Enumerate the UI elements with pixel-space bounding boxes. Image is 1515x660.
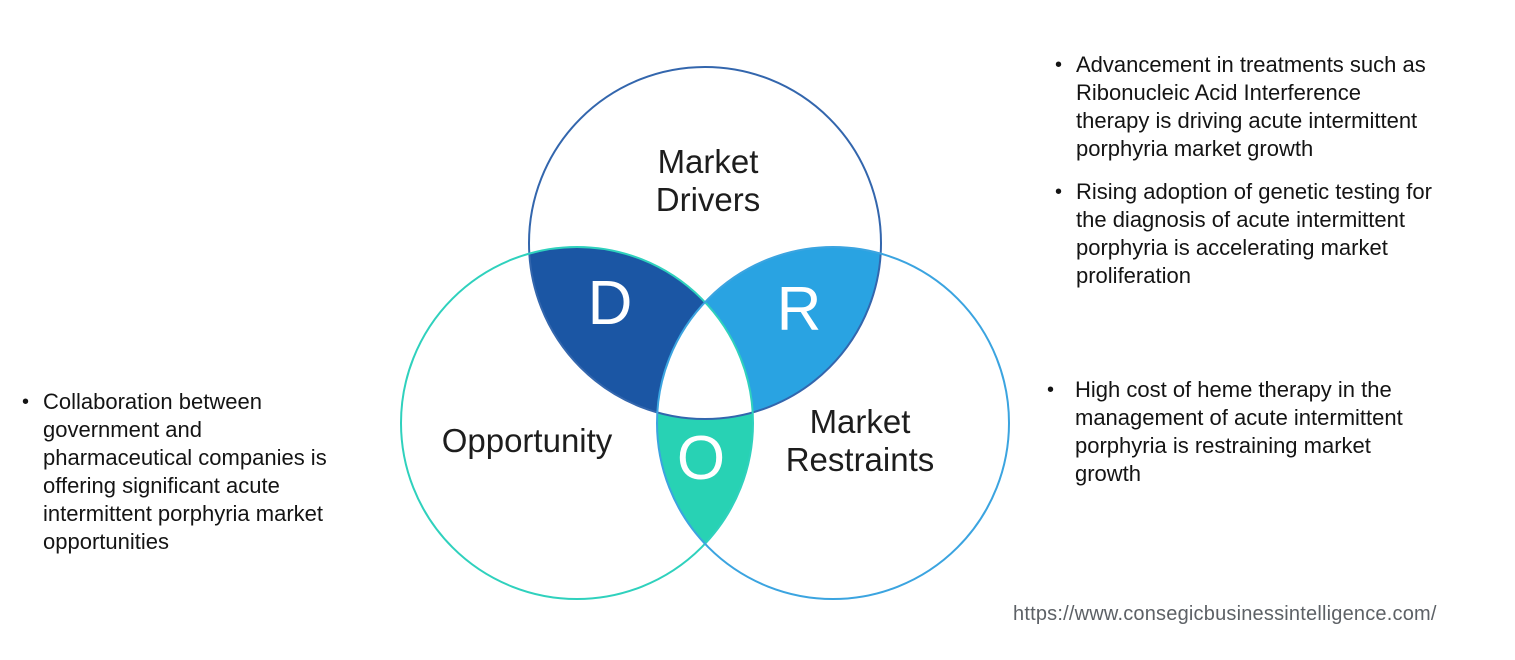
drivers-circle-outline bbox=[528, 66, 882, 420]
opportunity-circle-outline bbox=[400, 246, 754, 600]
drivers-circle-label: Market Drivers bbox=[655, 143, 761, 218]
bullet-icon: • bbox=[22, 391, 30, 413]
list-item: • Rising adoption of genetic testing for… bbox=[1055, 178, 1485, 290]
opportunity-notes: • Collaboration between government and p… bbox=[22, 388, 382, 556]
note-text: Advancement in treatments such as Ribonu… bbox=[1076, 52, 1426, 161]
bullet-icon: • bbox=[1055, 181, 1063, 203]
drivers-notes: • Advancement in treatments such as Ribo… bbox=[1055, 51, 1485, 290]
restraints-overlap-letter: R bbox=[776, 275, 822, 344]
restraints-notes: • High cost of heme therapy in the manag… bbox=[1047, 376, 1477, 488]
bullet-icon: • bbox=[1055, 54, 1063, 76]
list-item: • High cost of heme therapy in the manag… bbox=[1047, 376, 1477, 488]
restraints-circle-outline bbox=[656, 246, 1010, 600]
opportunity-overlap-letter: O bbox=[676, 424, 726, 493]
bullet-icon: • bbox=[1047, 379, 1055, 401]
center-overlap-mask bbox=[657, 302, 753, 419]
note-text: Collaboration between government and pha… bbox=[43, 389, 327, 554]
list-item: • Advancement in treatments such as Ribo… bbox=[1055, 51, 1485, 163]
drivers-overlap-letter: D bbox=[587, 269, 633, 338]
source-url: https://www.consegicbusinessintelligence… bbox=[1013, 603, 1437, 625]
opportunity-circle-label: Opportunity bbox=[441, 422, 613, 459]
note-text: High cost of heme therapy in the managem… bbox=[1075, 377, 1403, 486]
restraints-circle-label: Market Restraints bbox=[785, 403, 935, 478]
list-item: • Collaboration between government and p… bbox=[22, 388, 382, 556]
note-text: Rising adoption of genetic testing for t… bbox=[1076, 179, 1432, 288]
